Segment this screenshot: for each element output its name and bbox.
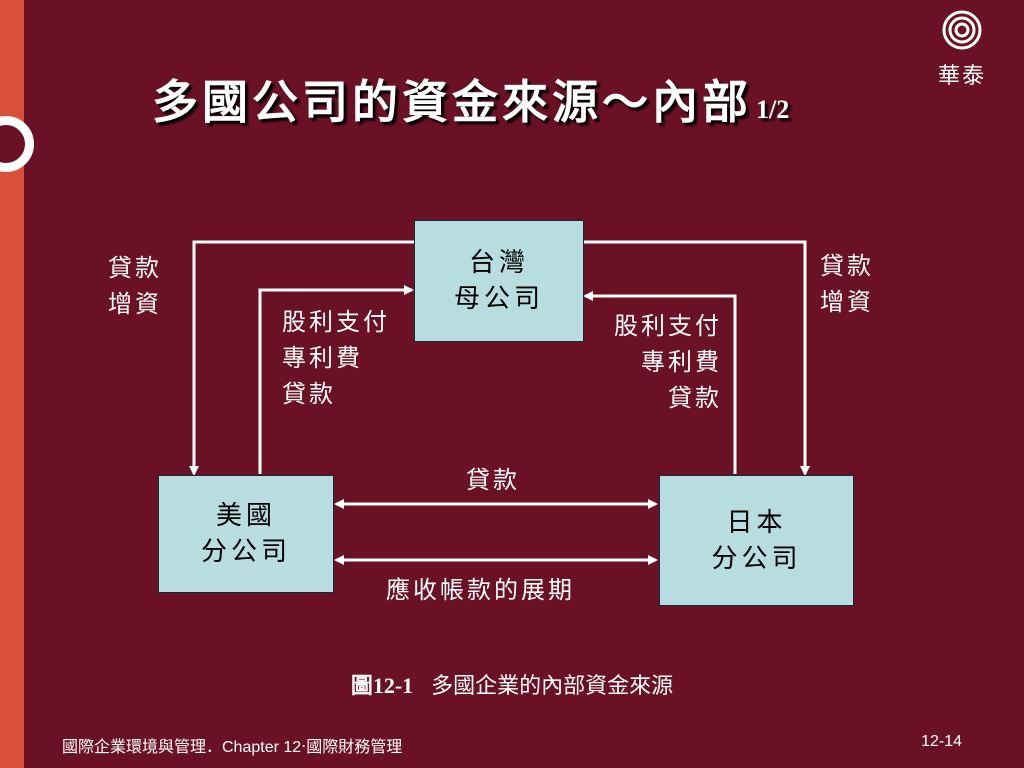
node-label: 美國 (215, 501, 276, 531)
publisher-logo: 華泰 (932, 8, 992, 89)
page-number: 12-14 (921, 733, 962, 750)
label-line: 股利支付 (614, 312, 722, 340)
figure-caption: 圖12-1 多國企業的內部資金來源 (0, 668, 1024, 700)
label-line: 增資 (108, 290, 162, 318)
label-line: 專利費 (282, 344, 363, 372)
label-line: 專利費 (641, 348, 722, 376)
label-right-inner: 股利支付 專利費 貸款 (596, 308, 722, 416)
title-page-indicator: 1/2 (756, 95, 790, 124)
label-left-outer: 貸款 增資 (108, 250, 162, 322)
label-line: 貸款 (282, 380, 336, 408)
node-label: 台灣 (468, 248, 529, 278)
label-left-inner: 股利支付 專利費 貸款 (282, 304, 390, 412)
spiral-logo-icon (942, 10, 982, 50)
node-taiwan-parent: 台灣 母公司 (414, 220, 584, 342)
label-line: 貸款 (820, 252, 874, 280)
node-us-subsidiary: 美國 分公司 (158, 475, 334, 593)
figure-number: 圖12-1 (350, 673, 414, 698)
footer-text: 國際企業環境與管理．Chapter 12‧國際財務管理 (62, 739, 403, 756)
label-right-outer: 貸款 增資 (820, 248, 874, 320)
label-line: 貸款 (108, 254, 162, 282)
node-japan-subsidiary: 日本 分公司 (659, 475, 854, 606)
label-line: 增資 (820, 288, 874, 316)
logo-text: 華泰 (937, 64, 986, 89)
arrow-parent-to-japan (583, 240, 810, 476)
node-label: 日本 (726, 507, 787, 538)
node-label: 母公司 (453, 284, 544, 314)
figure-caption-text: 多國企業的內部資金來源 (431, 674, 674, 699)
node-label: 分公司 (200, 537, 291, 567)
arrow-parent-to-us (189, 240, 414, 476)
arrow-japan-to-parent (583, 291, 737, 474)
node-label: 分公司 (711, 543, 802, 574)
title-text: 多國公司的資金來源～內部 (152, 75, 752, 129)
arrow-us-to-parent (258, 285, 414, 474)
label-loan-middle: 貸款 (466, 466, 520, 494)
label-line: 貸款 (668, 384, 722, 412)
label-line: 股利支付 (282, 308, 390, 336)
label-receivables: 應收帳款的展期 (386, 576, 575, 604)
